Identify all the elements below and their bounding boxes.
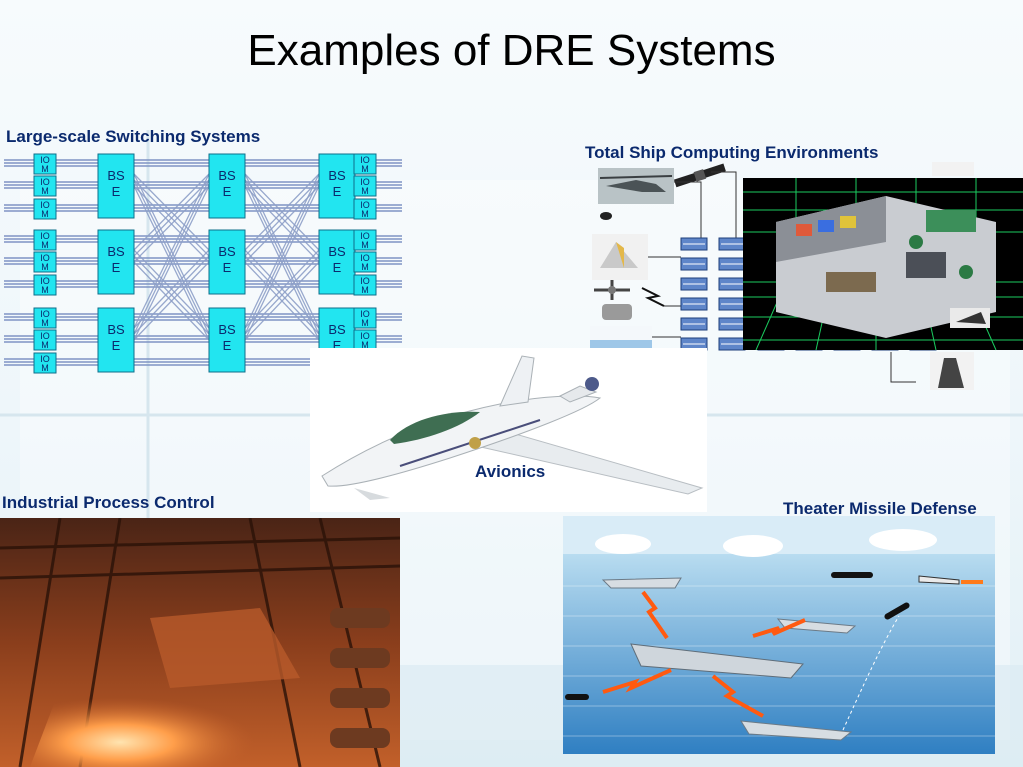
iom-node: IOM — [353, 175, 377, 197]
bse-node: BSE — [208, 307, 246, 373]
iom-label: IO — [40, 231, 50, 241]
bse-node: BSE — [97, 153, 135, 219]
iom-node: IOM — [353, 229, 377, 251]
bse-node: BSE — [97, 307, 135, 373]
iom-label: IO — [360, 276, 370, 286]
bse-label: BS — [218, 244, 236, 259]
iom-node: IOM — [353, 153, 377, 175]
iom-label: M — [41, 262, 49, 272]
iom-node: IOM — [33, 251, 57, 273]
bse-label: E — [223, 184, 232, 199]
caption-missile: Theater Missile Defense — [783, 499, 977, 518]
iom-label: IO — [360, 177, 370, 187]
iom-node: IOM — [353, 307, 377, 329]
iom-node: IOM — [353, 274, 377, 296]
bse-label: E — [223, 338, 232, 353]
bse-node: BSE — [208, 153, 246, 219]
iom-label: M — [361, 262, 369, 272]
bse-label: BS — [328, 244, 346, 259]
bse-label: E — [112, 260, 121, 275]
iom-label: M — [41, 186, 49, 196]
iom-label: M — [361, 285, 369, 295]
iom-label: IO — [40, 253, 50, 263]
iom-node: IOM — [33, 274, 57, 296]
iom-node: IOM — [33, 352, 57, 374]
bse-label: E — [333, 338, 342, 353]
bse-label: E — [112, 184, 121, 199]
iom-node: IOM — [353, 329, 377, 351]
iom-label: M — [41, 285, 49, 295]
iom-label: IO — [360, 253, 370, 263]
iom-label: M — [361, 186, 369, 196]
caption-ship: Total Ship Computing Environments — [585, 143, 879, 162]
slide-title: Examples of DRE Systems — [247, 26, 776, 75]
ship-computing-illustration — [590, 162, 1023, 390]
caption-industrial: Industrial Process Control — [2, 493, 215, 512]
iom-label: M — [361, 318, 369, 328]
bse-label: BS — [328, 168, 346, 183]
iom-node: IOM — [353, 198, 377, 220]
iom-label: M — [41, 240, 49, 250]
iom-label: M — [361, 209, 369, 219]
bse-label: E — [333, 260, 342, 275]
iom-node: IOM — [353, 251, 377, 273]
iom-label: M — [41, 164, 49, 174]
avionics-aircraft-image — [310, 348, 707, 512]
iom-label: M — [41, 318, 49, 328]
bse-node: BSE — [318, 153, 356, 219]
iom-label: IO — [360, 309, 370, 319]
caption-switching: Large-scale Switching Systems — [6, 127, 261, 146]
iom-label: M — [361, 240, 369, 250]
iom-node: IOM — [33, 229, 57, 251]
industrial-process-image — [0, 518, 400, 767]
bse-label: BS — [218, 168, 236, 183]
iom-node: IOM — [33, 153, 57, 175]
bse-label: E — [112, 338, 121, 353]
switching-diagram: BSEBSEBSEBSEBSEBSEBSEBSEBSEIOMIOMIOMIOMI… — [4, 153, 402, 374]
missile-defense-illustration — [563, 516, 995, 754]
iom-label: IO — [40, 200, 50, 210]
bse-label: BS — [328, 322, 346, 337]
iom-label: IO — [40, 309, 50, 319]
iom-label: IO — [360, 200, 370, 210]
iom-label: M — [41, 363, 49, 373]
iom-label: IO — [40, 177, 50, 187]
iom-label: M — [41, 340, 49, 350]
bse-node: BSE — [318, 229, 356, 295]
bse-label: BS — [107, 168, 125, 183]
iom-node: IOM — [33, 329, 57, 351]
iom-label: IO — [40, 331, 50, 341]
bse-label: BS — [218, 322, 236, 337]
bse-label: E — [333, 184, 342, 199]
bse-node: BSE — [97, 229, 135, 295]
iom-label: IO — [40, 276, 50, 286]
iom-node: IOM — [33, 175, 57, 197]
iom-label: M — [41, 209, 49, 219]
bse-node: BSE — [208, 229, 246, 295]
iom-label: IO — [360, 155, 370, 165]
iom-label: IO — [40, 354, 50, 364]
bse-label: E — [223, 260, 232, 275]
bse-label: BS — [107, 244, 125, 259]
iom-label: M — [361, 164, 369, 174]
iom-label: IO — [360, 231, 370, 241]
iom-label: IO — [40, 155, 50, 165]
iom-label: IO — [360, 331, 370, 341]
bse-label: BS — [107, 322, 125, 337]
caption-avionics: Avionics — [475, 462, 546, 481]
iom-node: IOM — [33, 198, 57, 220]
iom-node: IOM — [33, 307, 57, 329]
iom-label: M — [361, 340, 369, 350]
